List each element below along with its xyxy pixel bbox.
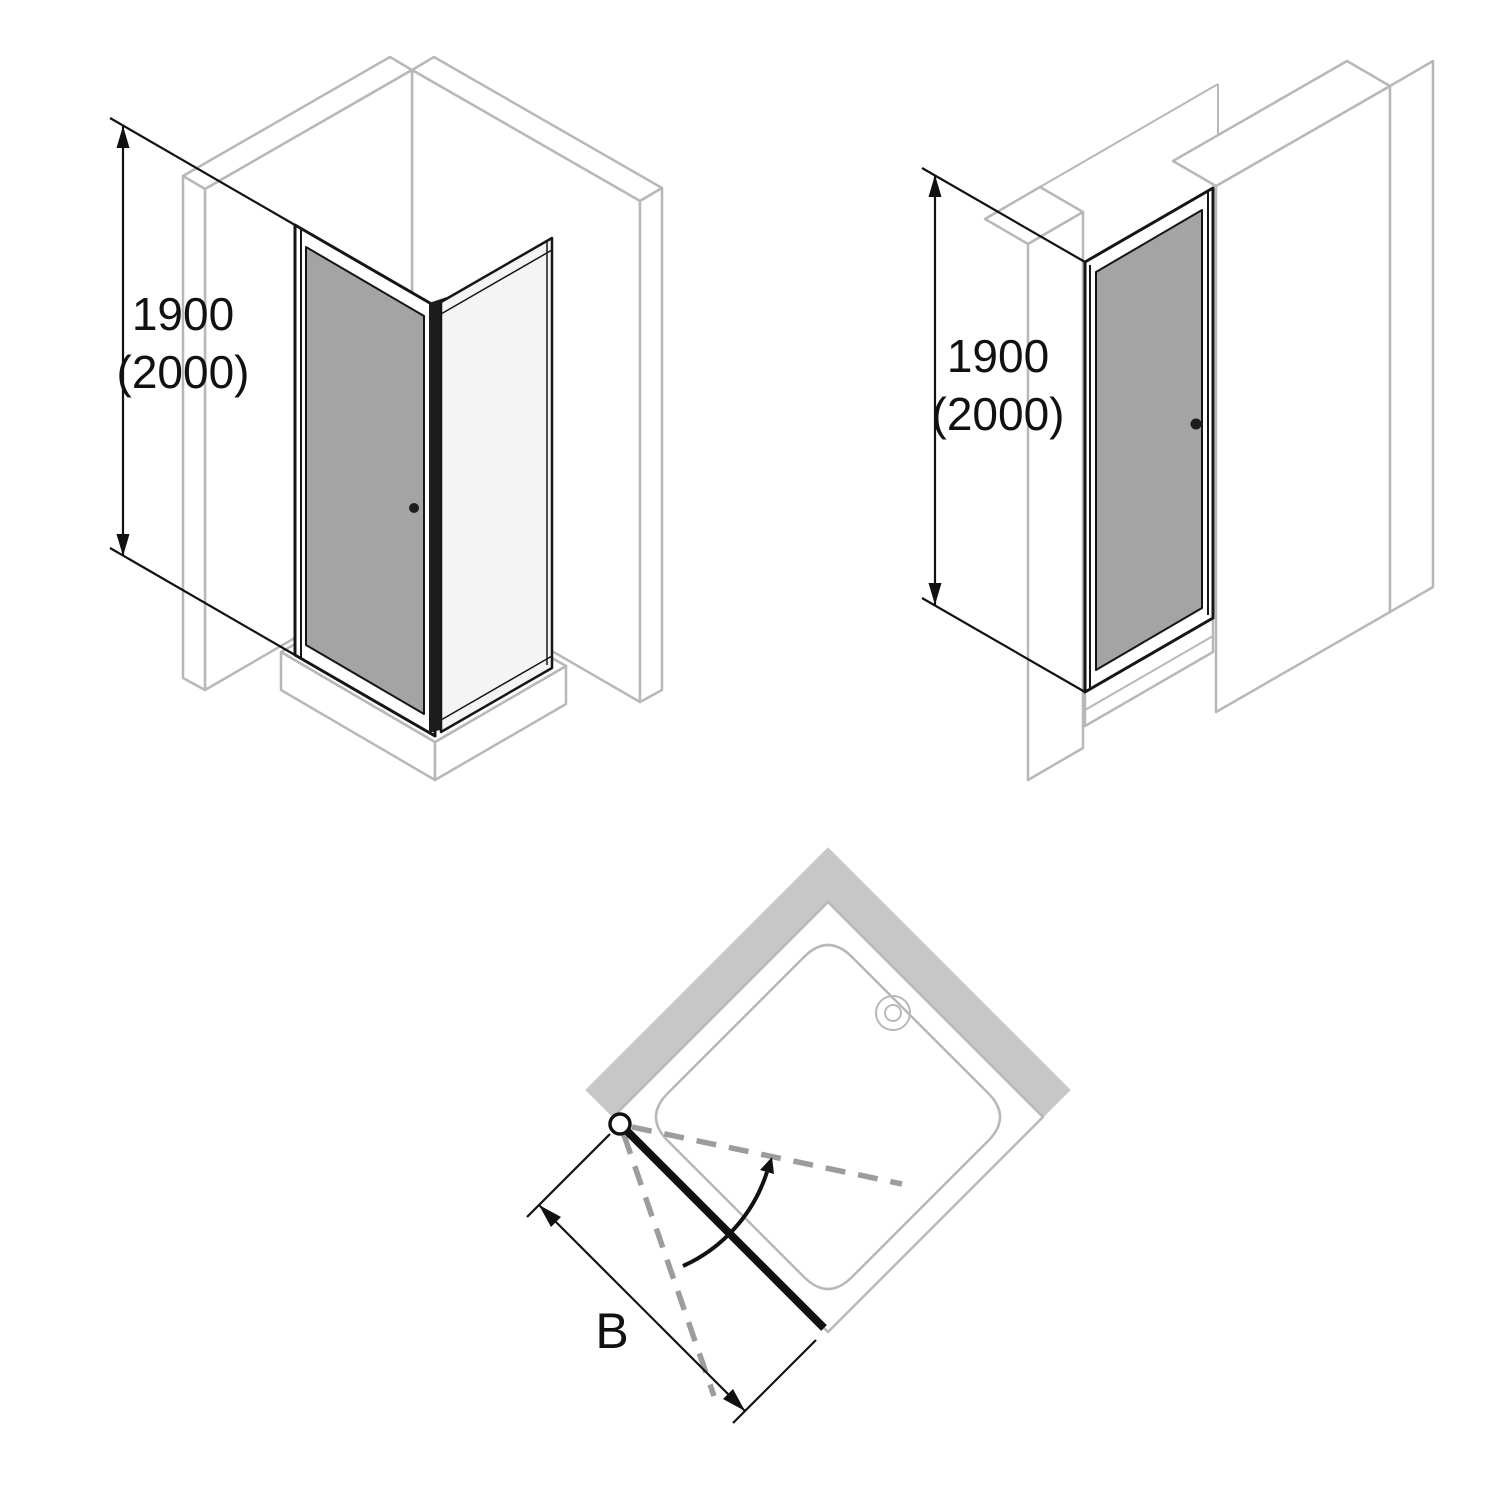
extension-line-bottom <box>109 547 296 656</box>
side-panel-top-frame <box>440 249 553 315</box>
left-wall-front-face <box>1026 210 1085 782</box>
corner-shower-isometric: 1900 (2000) <box>109 55 664 782</box>
niche-door-isometric: 1900 (2000) <box>921 59 1435 782</box>
extension-line-hinge <box>526 1133 611 1218</box>
corner-door-and-panel <box>293 223 554 738</box>
width-value: B <box>595 1303 628 1359</box>
swing-arc <box>682 1171 769 1268</box>
right-wall-edge-face <box>1388 59 1435 614</box>
dimension-line <box>538 1204 746 1412</box>
niche-walls <box>983 59 1435 782</box>
tray-basin-outline <box>654 943 1002 1291</box>
tray-rim <box>611 900 1045 1334</box>
drain-icon <box>875 995 911 1031</box>
side-panel-bottom-frame <box>440 655 553 721</box>
arrowhead-downright-icon <box>723 1389 745 1411</box>
pivot-door-glass <box>1095 209 1203 671</box>
arrowhead-up-icon <box>116 126 130 148</box>
tray-rim-line <box>1084 635 1214 711</box>
arrowhead-upleft-icon <box>539 1205 561 1227</box>
plan-shower-tray <box>611 900 1045 1334</box>
pivot-door-glass <box>305 246 425 715</box>
hinge-pivot-icon <box>608 1112 632 1136</box>
extension-line-top <box>921 167 1086 263</box>
height-value: 1900 <box>132 288 234 340</box>
niche-back-top-edge <box>1039 83 1219 188</box>
door-knob-icon <box>1190 418 1202 430</box>
arrowhead-down-icon <box>928 583 942 605</box>
left-wall-edge-face <box>181 174 207 692</box>
right-wall-edge-face <box>638 186 664 704</box>
height-value: 1900 <box>947 330 1049 382</box>
extension-line-top <box>109 117 296 226</box>
drain-inner-icon <box>884 1004 902 1022</box>
door-open-outward-dashed <box>621 1134 717 1397</box>
arrowhead-down-icon <box>116 534 130 556</box>
plan-view: B <box>526 847 1071 1424</box>
niche-height-dimension: 1900 (2000) <box>921 167 1086 693</box>
height-value-alt: (2000) <box>932 388 1065 440</box>
side-panel-glass <box>439 236 554 734</box>
extension-line-latch <box>732 1339 817 1424</box>
door-swing <box>608 1112 903 1397</box>
right-wall-top-face <box>1171 59 1392 188</box>
niche-door <box>1083 186 1215 694</box>
door-knob-icon <box>409 503 419 513</box>
swing-arrowhead-icon <box>760 1157 774 1174</box>
corner-height-dimension: 1900 (2000) <box>109 117 296 656</box>
height-value-alt: (2000) <box>117 346 250 398</box>
door-open-inward-dashed <box>631 1124 903 1187</box>
door-closed-position <box>619 1123 827 1331</box>
right-wall-front-face <box>1214 84 1392 714</box>
arrowhead-up-icon <box>928 175 942 197</box>
extension-line-bottom <box>921 597 1086 693</box>
plan-width-dimension: B <box>526 1133 817 1424</box>
